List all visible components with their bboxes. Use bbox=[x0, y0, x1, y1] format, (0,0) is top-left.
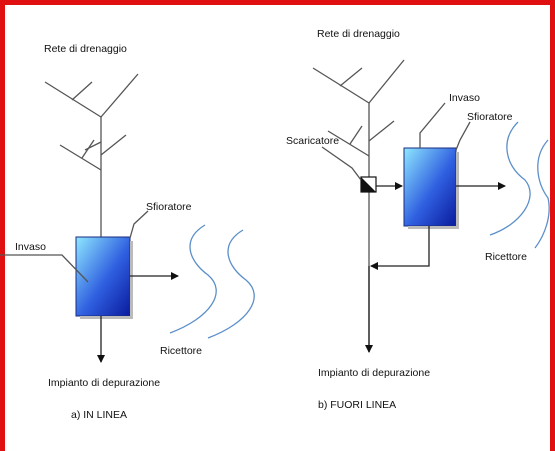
caption-a: a) IN LINEA bbox=[71, 409, 127, 421]
diverter-label-b: Scaricatore bbox=[286, 135, 339, 147]
river-wave-a2 bbox=[207, 229, 255, 339]
river-wave-a1 bbox=[169, 224, 217, 334]
frame-right bbox=[550, 0, 555, 451]
network-label-a: Rete di drenaggio bbox=[44, 43, 127, 55]
overflow-label-a: Sfioratore bbox=[146, 201, 192, 213]
basin-tank-a bbox=[75, 236, 131, 317]
drainage-tree-b bbox=[312, 59, 405, 352]
overflow-label-b: Sfioratore bbox=[467, 111, 513, 123]
frame-left bbox=[0, 0, 5, 451]
river-wave-b2 bbox=[534, 139, 550, 249]
receiver-label-a: Ricettore bbox=[160, 345, 202, 357]
panel-b: Rete di drenaggio Scaricatore bbox=[286, 28, 550, 411]
receiver-label-b: Ricettore bbox=[485, 251, 527, 263]
return-arrow-b bbox=[370, 226, 430, 270]
diverter-b bbox=[360, 176, 377, 193]
network-label-b: Rete di drenaggio bbox=[317, 28, 400, 40]
river-wave-b1 bbox=[489, 121, 531, 236]
drainage-tree-a bbox=[44, 73, 139, 237]
basin-tank-b bbox=[403, 147, 457, 227]
panel-a: Rete di drenaggio Invaso Sfioratore Rice bbox=[0, 43, 255, 421]
basin-label-b: Invaso bbox=[449, 92, 480, 104]
frame-top bbox=[0, 0, 555, 5]
caption-b: b) FUORI LINEA bbox=[318, 399, 396, 411]
plant-label-b: Impianto di depurazione bbox=[318, 367, 430, 379]
basin-label-a: Invaso bbox=[15, 241, 46, 253]
plant-label-a: Impianto di depurazione bbox=[48, 377, 160, 389]
